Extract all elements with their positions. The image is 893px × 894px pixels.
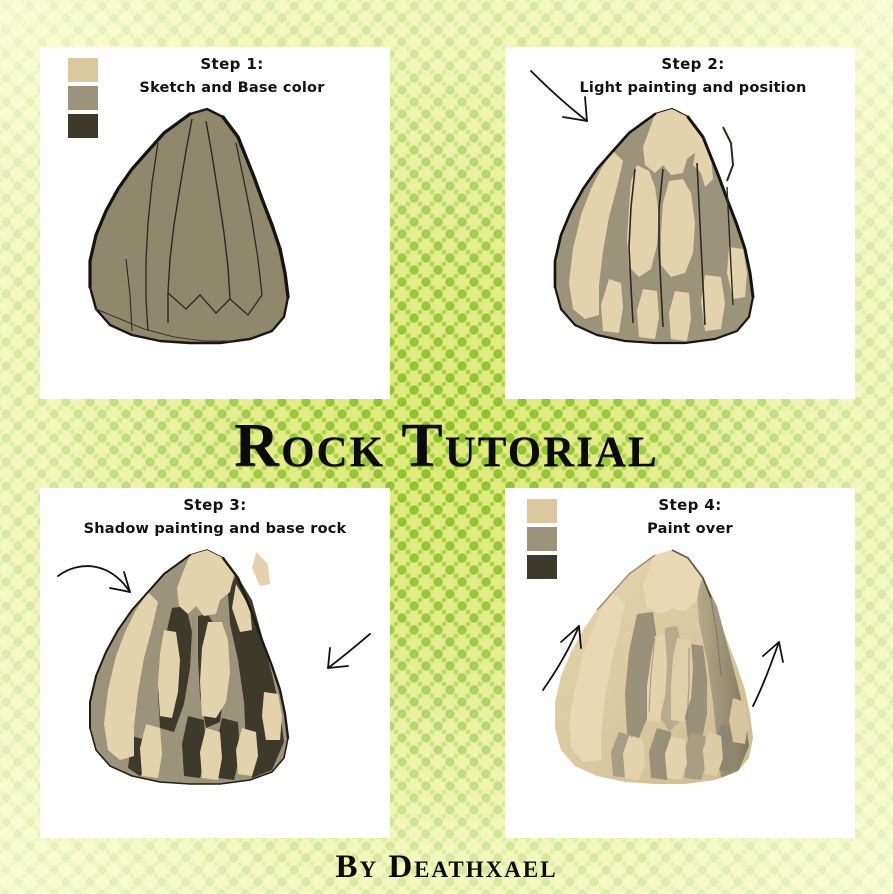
step-1-label: Step 1: <box>200 55 264 73</box>
step-panel-1: Step 1: Sketch and Base color <box>40 47 390 399</box>
credit-banner: By Deathxael <box>0 840 893 894</box>
step-1-description: Sketch and Base color <box>139 80 325 96</box>
step-2-header: Step 2: Light painting and position <box>505 55 855 96</box>
palette-swatches-step-1 <box>68 58 98 138</box>
swatch-mid <box>68 86 98 110</box>
rock-illustration-step-2 <box>553 107 755 345</box>
rock-illustration-step-3 <box>89 549 290 785</box>
step-2-label: Step 2: <box>661 55 725 73</box>
rock-illustration-step-1 <box>88 107 290 345</box>
pointer-arrow-down-right <box>530 70 588 122</box>
step-panel-3: Step 3: Shadow painting and base rock <box>40 488 390 838</box>
swatch-light <box>527 499 557 523</box>
pointer-arrow-up-right-side <box>752 641 784 707</box>
step-3-label: Step 3: <box>183 496 247 514</box>
swatch-light <box>68 58 98 82</box>
rock-illustration-step-4 <box>555 549 753 784</box>
swatch-mid <box>527 527 557 551</box>
swatch-dark <box>68 114 98 138</box>
pointer-arrow-curve-right <box>57 565 131 593</box>
step-4-header: Step 4: Paint over <box>505 496 855 537</box>
step-2-description: Light painting and position <box>579 80 807 96</box>
step-1-header: Step 1: Sketch and Base color <box>40 55 390 96</box>
palette-swatches-step-4 <box>527 499 557 579</box>
step-panel-4: Step 4: Paint over <box>505 488 855 838</box>
pointer-arrow-up-right-left-side <box>542 625 582 691</box>
pointer-arrow-down-left <box>327 633 371 669</box>
swatch-dark <box>527 555 557 579</box>
step-3-description: Shadow painting and base rock <box>83 521 347 537</box>
step-4-description: Paint over <box>647 521 733 537</box>
author-credit: By Deathxael <box>335 848 558 885</box>
step-4-label: Step 4: <box>658 496 722 514</box>
step-3-header: Step 3: Shadow painting and base rock <box>40 496 390 537</box>
step-panel-2: Step 2: Light painting and position <box>505 47 855 399</box>
